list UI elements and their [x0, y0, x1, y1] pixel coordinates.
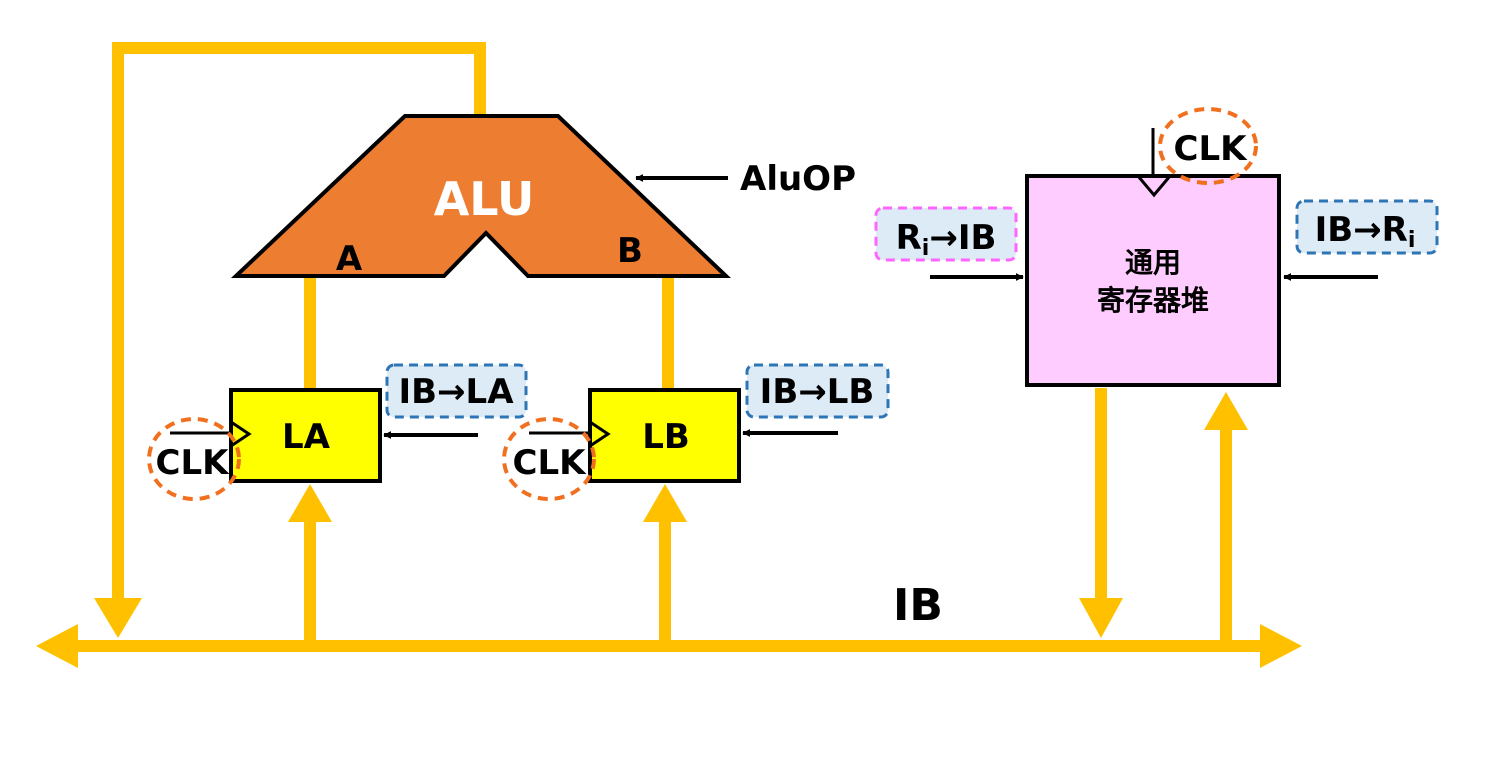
feedback-down-arrow [94, 598, 142, 638]
regfile-clk-circle [1158, 107, 1258, 185]
aluop-label: AluOP [740, 159, 856, 199]
bus-to-regfile-arrow [1204, 392, 1248, 430]
lb-register: LB CLK IB→LB [502, 363, 890, 501]
la-signal-label: IB→LA [398, 372, 514, 412]
regfile-to-bus-arrow [1079, 598, 1123, 638]
alu-input-a-label: A [336, 239, 363, 279]
lb-signal-box [745, 363, 890, 419]
lb-clock-triangle [589, 420, 611, 448]
la-box [229, 388, 382, 483]
ri-to-ib-signal-box [874, 206, 1018, 262]
regfile-clock-triangle [1136, 175, 1172, 198]
ri-to-ib-r: R [896, 218, 922, 258]
bus-to-lb-arrow [643, 484, 687, 522]
lb-label: LB [642, 417, 690, 457]
la-clk-circle [147, 417, 241, 501]
ri-to-ib-rest: →IB [929, 218, 996, 258]
alu-feedback-wire [112, 42, 486, 602]
la-clock-triangle [230, 420, 252, 448]
alu-label: ALU [434, 172, 535, 226]
regfile-title-line2: 寄存器堆 [1097, 284, 1209, 317]
la-signal-box [385, 363, 528, 419]
ri-to-ib-sub: i [922, 236, 930, 261]
alu-input-b-label: B [617, 231, 643, 271]
lb-box [588, 388, 741, 483]
ib-to-ri-sub: i [1408, 228, 1416, 253]
regfile-clk-label: CLK [1174, 129, 1249, 169]
la-clk-label: CLK [156, 443, 231, 483]
regfile-title-line1: 通用 [1125, 246, 1181, 279]
ib-to-ri-pre: IB→R [1315, 210, 1408, 250]
bus-to-la-arrow [288, 484, 332, 522]
register-file: CLK 通用 寄存器堆 Ri→IB IB→Ri [874, 107, 1439, 387]
ib-bus-left-arrow [36, 624, 78, 668]
lb-signal-label: IB→LB [760, 372, 875, 412]
ri-to-ib-signal-label: Ri→IB [896, 218, 997, 261]
ib-bus-right-arrow [1260, 624, 1302, 668]
lb-clk-label: CLK [513, 443, 588, 483]
regfile-box [1025, 174, 1281, 387]
ib-to-ri-signal-box [1295, 199, 1439, 255]
ib-bus-label: IB [893, 580, 943, 631]
alu-shape [230, 114, 731, 278]
bus-wires [36, 42, 1302, 668]
lb-clk-circle [502, 417, 596, 501]
alu-unit: ALU A B AluOP [230, 114, 856, 279]
la-register: LA CLK IB→LA [147, 363, 528, 501]
ib-to-ri-signal-label: IB→Ri [1315, 210, 1416, 253]
la-label: LA [282, 417, 331, 457]
